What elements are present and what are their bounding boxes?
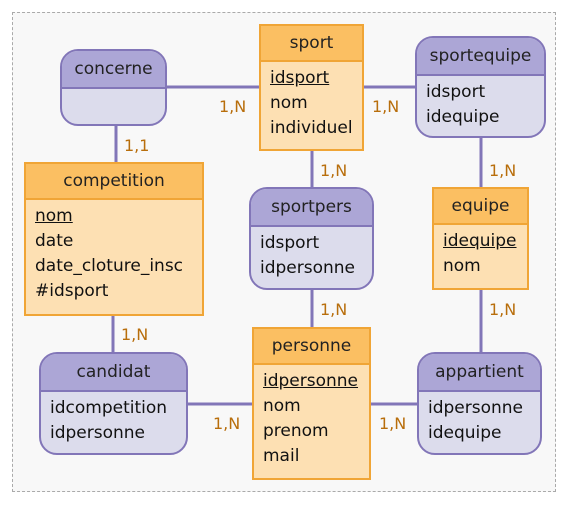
assoc-sportpers-attr: idpersonne: [260, 258, 356, 278]
entity-competition[interactable]: competition nom date date_cloture_insc #…: [24, 162, 204, 316]
cardinality-label: 1,N: [372, 97, 400, 116]
entity-competition-attr: #idsport: [35, 281, 109, 301]
entity-personne-key: idpersonne: [263, 371, 359, 391]
cardinality-label: 1,N: [320, 300, 348, 319]
entity-equipe[interactable]: equipe idequipe nom: [432, 187, 529, 290]
entity-personne-attr: nom: [263, 396, 301, 416]
assoc-concerne[interactable]: concerne: [60, 49, 167, 126]
cardinality-label: 1,N: [213, 414, 241, 433]
assoc-sportpers[interactable]: sportpers idsport idpersonne: [249, 187, 374, 290]
assoc-appartient-attr: idequipe: [428, 423, 502, 443]
entity-sport-attr: nom: [270, 93, 308, 113]
cardinality-label: 1,N: [489, 300, 517, 319]
entity-sport[interactable]: sport idsport nom individuel: [259, 24, 364, 151]
entity-personne-title: personne: [254, 329, 369, 365]
entity-personne[interactable]: personne idpersonne nom prenom mail: [252, 327, 371, 480]
cardinality-label: 1,N: [320, 161, 348, 180]
entity-personne-attr: mail: [263, 446, 300, 466]
assoc-candidat[interactable]: candidat idcompetition idpersonne: [39, 352, 188, 455]
assoc-sportequipe-attr: idsport: [426, 82, 486, 102]
entity-sport-attr: individuel: [270, 118, 353, 138]
assoc-appartient-attr: idpersonne: [428, 398, 524, 418]
entity-sport-title: sport: [261, 26, 362, 62]
entity-equipe-key: idequipe: [443, 231, 517, 251]
assoc-sportpers-attr: idsport: [260, 233, 320, 253]
assoc-sportequipe-attr: idequipe: [426, 107, 500, 127]
entity-sport-key: idsport: [270, 68, 330, 88]
entity-personne-attr: prenom: [263, 421, 329, 441]
cardinality-label: 1,N: [121, 325, 149, 344]
assoc-candidat-attr: idpersonne: [50, 423, 146, 443]
assoc-sportequipe[interactable]: sportequipe idsport idequipe: [415, 36, 546, 138]
entity-competition-key: nom: [35, 206, 73, 226]
assoc-appartient-title: appartient: [419, 354, 540, 392]
assoc-candidat-title: candidat: [41, 354, 186, 392]
assoc-sportpers-title: sportpers: [251, 189, 372, 227]
assoc-candidat-attr: idcompetition: [50, 398, 168, 418]
cardinality-label: 1,N: [379, 414, 407, 433]
cardinality-label: 1,N: [489, 161, 517, 180]
cardinality-label: 1,N: [219, 97, 247, 116]
entity-competition-title: competition: [26, 164, 202, 200]
cardinality-label: 1,1: [124, 136, 150, 155]
entity-equipe-title: equipe: [434, 189, 527, 225]
assoc-sportequipe-title: sportequipe: [417, 38, 544, 76]
assoc-concerne-title: concerne: [62, 51, 165, 89]
assoc-appartient[interactable]: appartient idpersonne idequipe: [417, 352, 542, 455]
entity-equipe-attr: nom: [443, 256, 481, 276]
entity-competition-attr: date_cloture_insc: [35, 256, 184, 276]
entity-competition-attr: date: [35, 231, 74, 251]
